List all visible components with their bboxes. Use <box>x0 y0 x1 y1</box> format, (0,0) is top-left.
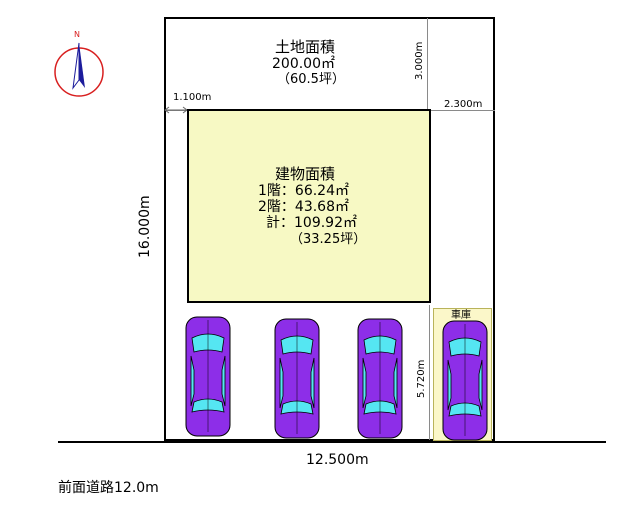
road-label: 前面道路12.0m <box>58 480 159 496</box>
right-setback-dimension: 2.300m <box>444 99 483 110</box>
road-edge <box>58 441 606 443</box>
car-icon <box>185 316 231 437</box>
land-area-title: 土地面積 <box>275 38 336 56</box>
top-setback-dimension: 3.000m <box>414 41 425 80</box>
building-floor2-area: 2階：43.68㎡ <box>258 199 349 215</box>
left-setback-dimension: 1.100m <box>173 92 212 103</box>
depth-dimension: 16.000m <box>137 195 153 258</box>
car-icon <box>274 318 320 439</box>
land-area-value: 200.00㎡ <box>272 56 335 72</box>
land-area-tsubo: （60.5坪） <box>277 72 345 87</box>
building-footprint <box>187 109 431 303</box>
compass: N <box>54 30 104 97</box>
building-total-tsubo: （33.25坪） <box>290 232 367 247</box>
north-arrow-icon <box>72 42 85 90</box>
building-floor1-area: 1階：66.24㎡ <box>258 183 349 199</box>
building-area-title: 建物面積 <box>275 165 336 183</box>
garage-depth-guide <box>429 305 430 440</box>
car-icon <box>442 320 488 441</box>
garage-depth-dimension: 5.720m <box>416 359 427 398</box>
garage-label: 車庫 <box>451 310 471 321</box>
top-setback-guide <box>427 18 428 110</box>
car-icon <box>357 318 403 439</box>
frontage-dimension: 12.500m <box>306 452 369 468</box>
building-total-area: 計：109.92㎡ <box>266 215 357 231</box>
compass-north-label: N <box>74 30 80 39</box>
